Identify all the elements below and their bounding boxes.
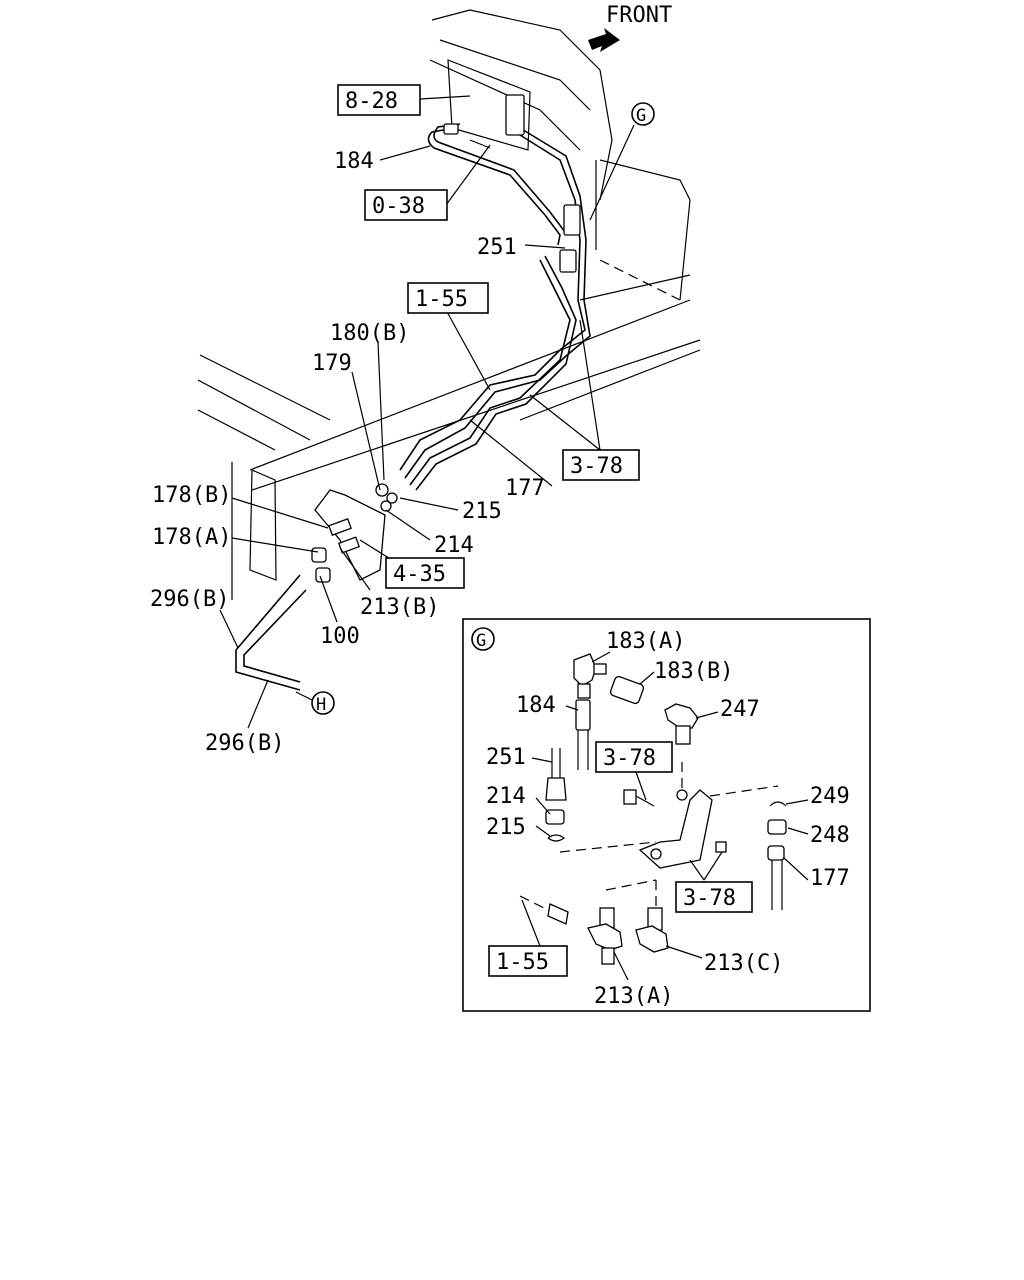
part-178a: 178(A) bbox=[152, 525, 231, 550]
ref-box-4-35 bbox=[385, 557, 465, 589]
detail-part-213c: 213(C) bbox=[704, 951, 783, 976]
part-100: 100 bbox=[320, 624, 360, 649]
callout-h: H bbox=[316, 695, 326, 715]
detail-g-callout-circle bbox=[471, 627, 495, 651]
part-180b: 180(B) bbox=[330, 321, 409, 346]
callout-g-circle bbox=[631, 102, 655, 126]
part-251: 251 bbox=[477, 235, 517, 260]
detail-parts bbox=[519, 653, 787, 965]
detail-part-248: 248 bbox=[810, 823, 850, 848]
part-178b: 178(B) bbox=[152, 483, 231, 508]
ref-box-3-78 bbox=[562, 449, 640, 481]
frame-rail-outline bbox=[197, 274, 701, 600]
ref-0-38: 0-38 bbox=[372, 194, 425, 219]
ref-3-78: 3-78 bbox=[570, 454, 623, 479]
part-179: 179 bbox=[312, 351, 352, 376]
part-296b-upper: 296(B) bbox=[150, 587, 229, 612]
ref-box-8-28 bbox=[337, 84, 421, 116]
part-215: 215 bbox=[462, 499, 502, 524]
fittings-upper bbox=[443, 94, 581, 273]
ref-8-28: 8-28 bbox=[345, 89, 398, 114]
detail-part-183b: 183(B) bbox=[654, 659, 733, 684]
ref-1-55: 1-55 bbox=[415, 287, 468, 312]
detail-part-177: 177 bbox=[810, 866, 850, 891]
detail-ref-3-78-lower: 3-78 bbox=[683, 886, 736, 911]
detail-part-249: 249 bbox=[810, 784, 850, 809]
part-177: 177 bbox=[505, 476, 545, 501]
ref-box-0-38 bbox=[364, 189, 448, 221]
detail-part-214: 214 bbox=[486, 784, 526, 809]
detail-ref-box-3-78-lower bbox=[675, 881, 753, 913]
detail-part-213a: 213(A) bbox=[594, 984, 673, 1009]
cab-body-outline bbox=[429, 9, 691, 301]
detail-g-panel bbox=[462, 618, 871, 1012]
leader-lines-main bbox=[219, 95, 635, 729]
ref-box-1-55 bbox=[407, 282, 489, 314]
detail-g-callout: G bbox=[476, 631, 486, 651]
part-214: 214 bbox=[434, 533, 474, 558]
detail-part-215: 215 bbox=[486, 815, 526, 840]
detail-part-251: 251 bbox=[486, 745, 526, 770]
detail-ref-1-55: 1-55 bbox=[496, 950, 549, 975]
ref-4-35: 4-35 bbox=[393, 562, 446, 587]
front-label: FRONT bbox=[606, 3, 672, 28]
detail-part-183a: 183(A) bbox=[606, 629, 685, 654]
callout-h-circle bbox=[311, 691, 335, 715]
detail-ref-3-78-upper: 3-78 bbox=[603, 746, 656, 771]
detail-ref-box-3-78-upper bbox=[595, 741, 673, 773]
brake-pipe-main bbox=[399, 123, 591, 491]
callout-g: G bbox=[636, 106, 646, 126]
part-184: 184 bbox=[334, 149, 374, 174]
detail-leader-lines bbox=[521, 651, 809, 981]
detail-ref-box-1-55 bbox=[488, 945, 568, 977]
part-296b-lower: 296(B) bbox=[205, 731, 284, 756]
detail-part-247: 247 bbox=[720, 697, 760, 722]
brake-pipe-lower bbox=[235, 574, 307, 691]
detail-part-184: 184 bbox=[516, 693, 556, 718]
front-arrow-icon bbox=[588, 28, 620, 52]
part-213b: 213(B) bbox=[360, 595, 439, 620]
